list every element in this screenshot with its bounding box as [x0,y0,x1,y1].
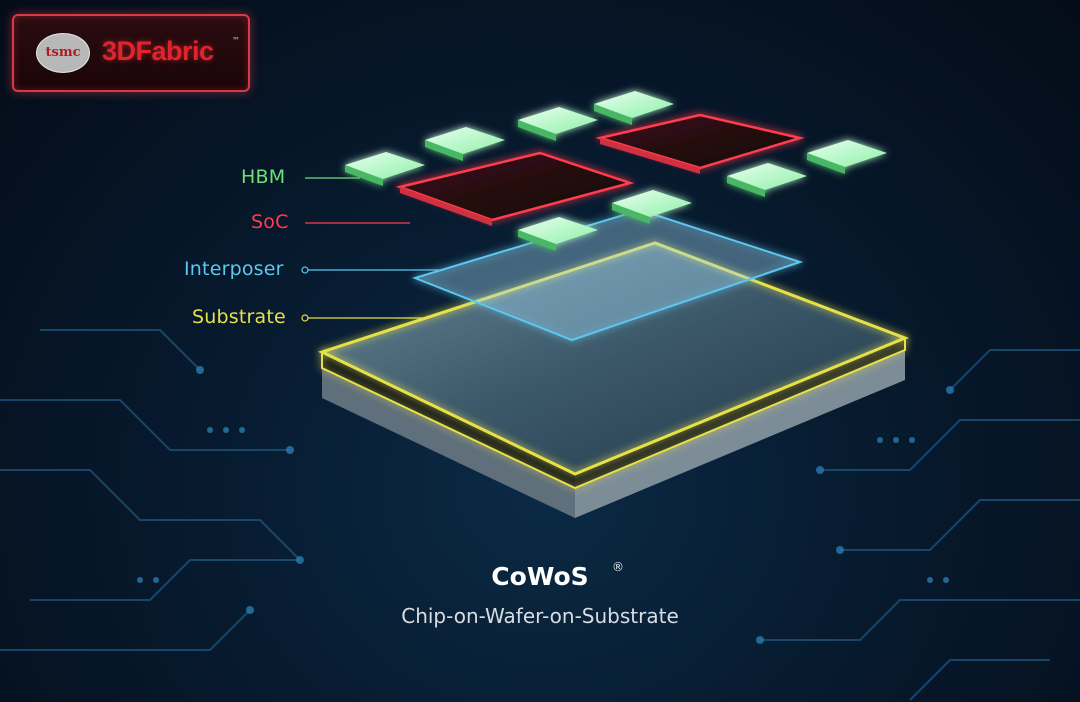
hbm-label: HBM [241,166,286,188]
soc-chips [395,113,805,226]
interposer-label: Interposer [184,258,284,280]
leader-lines [301,177,440,322]
trademark-mark: ™ [232,36,240,45]
hbm-chips [345,91,887,251]
registered-mark: ® [612,560,624,574]
substrate-layer [317,241,910,518]
substrate-label: Substrate [192,306,286,328]
tsmc-emblem-icon: tsmc [36,33,90,73]
tsmc-3dfabric-logo: tsmc 3DFabric ™ [12,14,250,92]
diagram-title: CoWoS [491,562,589,591]
emblem-text: tsmc [45,45,81,60]
circuit-dots [137,366,954,644]
soc-label: SoC [251,211,289,233]
circuit-background [0,329,1080,701]
brand-name: 3DFabric [102,36,214,66]
diagram-subtitle: Chip-on-Wafer-on-Substrate [401,604,679,628]
